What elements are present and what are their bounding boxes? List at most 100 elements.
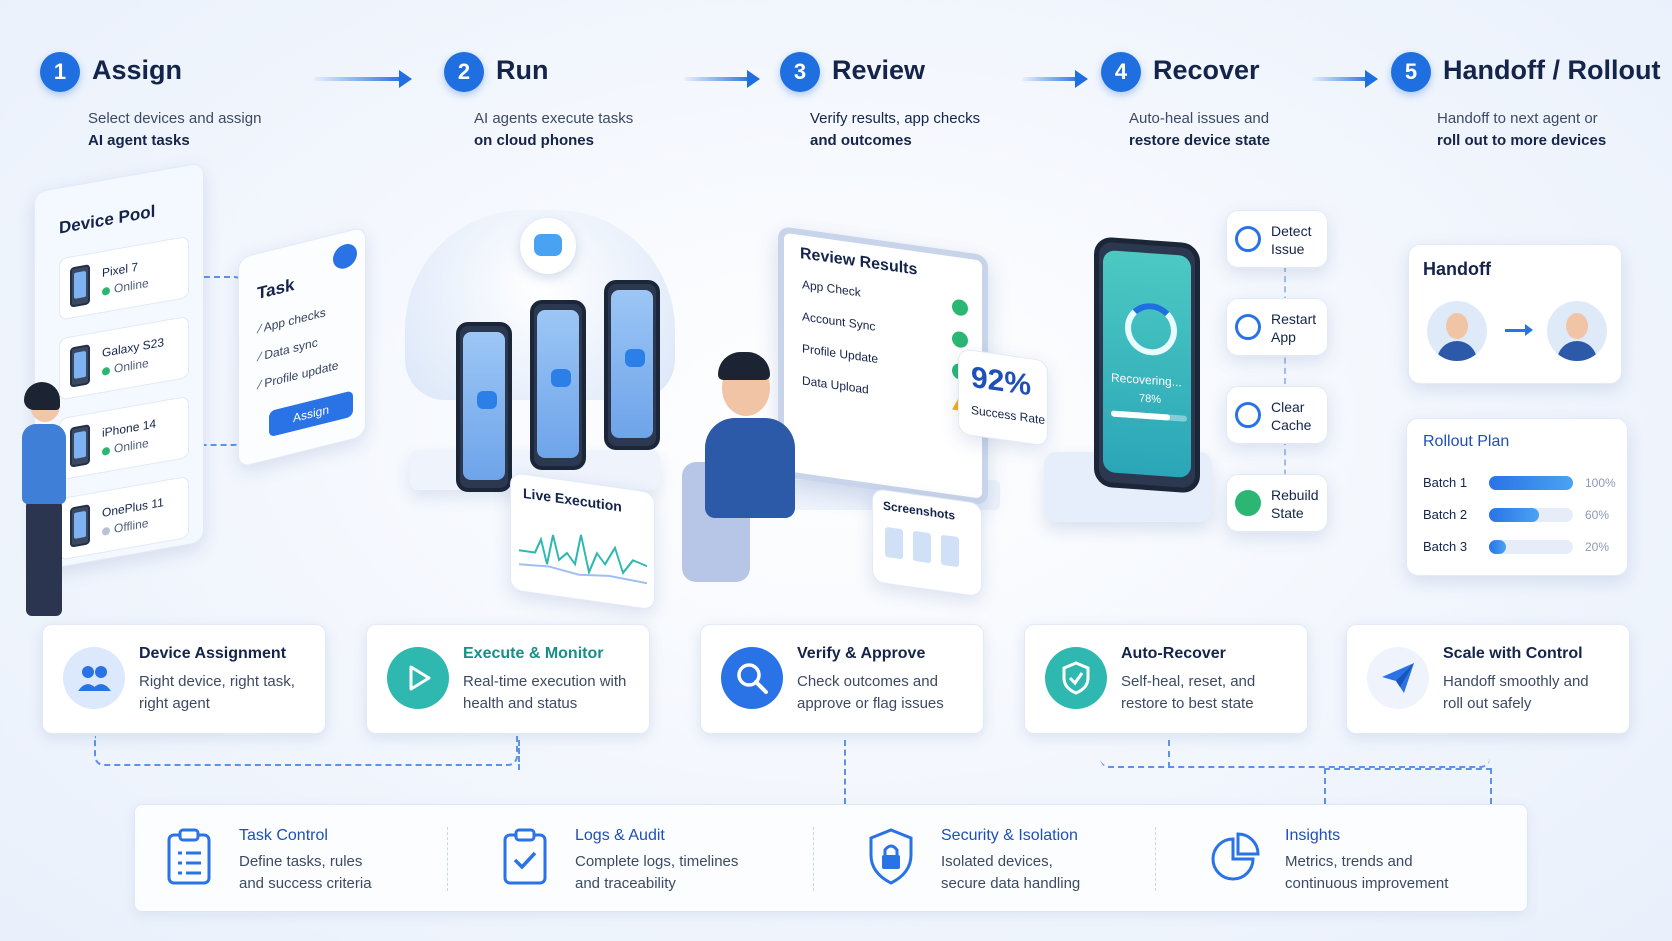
live-execution-panel: Live Execution (510, 472, 655, 611)
check-circle-icon (1235, 490, 1261, 516)
capability-description: restore to best state (1121, 695, 1254, 712)
step-description: Select devices and assign (88, 110, 262, 127)
recover-action-label: Detect (1271, 223, 1312, 239)
flow-arrow (684, 70, 760, 88)
heartbeat-graph (519, 534, 647, 585)
screenshot-thumbnail[interactable] (885, 526, 903, 560)
task-item-label: App checks (263, 305, 326, 335)
foundation-title: Logs & Audit (575, 827, 665, 844)
device-item[interactable]: Galaxy S23 Online (59, 315, 189, 401)
capability-title: Scale with Control (1443, 645, 1583, 662)
recover-action-label: Cache (1271, 417, 1312, 433)
magnifier-icon (1235, 226, 1261, 252)
check-icon (952, 330, 968, 349)
phone-icon (70, 344, 90, 388)
handoff-card: Handoff (1408, 244, 1622, 384)
capability-description: Handoff smoothly and (1443, 673, 1589, 690)
step-title: Assign (92, 55, 183, 85)
screenshots-title: Screenshots (883, 498, 956, 523)
platform-foundation-bar: Task Control Define tasks, rules and suc… (134, 804, 1528, 912)
batch-progress-bar (1489, 508, 1573, 522)
play-icon (387, 647, 449, 709)
recovering-phone: Recovering... 78% (1094, 236, 1200, 494)
live-execution-title: Live Execution (523, 484, 622, 515)
device-item[interactable]: OnePlus 11 Offline (59, 475, 189, 561)
online-dot-icon (102, 446, 110, 456)
foundation-description: Metrics, trends and (1285, 853, 1413, 870)
agent-avatar (1547, 301, 1607, 361)
shield-check-icon (1045, 647, 1107, 709)
recover-action[interactable]: Detect Issue (1226, 210, 1328, 268)
task-item-label: Data sync (264, 335, 318, 363)
capability-verify-approve: Verify & Approve Check outcomes and appr… (700, 624, 984, 734)
foundation-description: and traceability (575, 875, 676, 892)
foundation-description: Complete logs, timelines (575, 853, 739, 870)
robot-icon (520, 218, 576, 274)
review-row: Data Upload (802, 373, 869, 397)
reviewer-figure (705, 418, 795, 518)
assign-button[interactable]: Assign (269, 390, 353, 438)
review-row: Account Sync (802, 309, 876, 334)
recover-action[interactable]: Clear Cache (1226, 386, 1328, 444)
check-icon (952, 298, 968, 317)
flow-arrow (314, 70, 412, 88)
device-status-label: Online (114, 275, 149, 296)
recover-action[interactable]: Rebuild State (1226, 474, 1328, 532)
recover-action-label: Issue (1271, 241, 1305, 257)
handoff-title: Handoff (1423, 259, 1491, 279)
batch-progress-fill (1489, 508, 1540, 522)
batch-progress-bar (1489, 476, 1573, 490)
step-description: Auto-heal issues and (1129, 110, 1270, 127)
capability-title: Auto-Recover (1121, 645, 1226, 662)
device-status-label: Online (114, 435, 149, 456)
success-rate-card: 92% Success Rate (958, 348, 1048, 447)
capability-description: approve or flag issues (797, 695, 944, 712)
shield-lock-icon (869, 828, 913, 885)
recover-action-label: State (1271, 505, 1304, 521)
step-number: 4 (1101, 52, 1141, 92)
agent-avatar (1427, 301, 1487, 361)
screenshot-thumbnail[interactable] (941, 534, 959, 568)
device-item[interactable]: iPhone 14 Online (59, 395, 189, 481)
capability-title: Verify & Approve (797, 645, 926, 662)
capability-title: Device Assignment (139, 645, 287, 662)
online-dot-icon (102, 286, 110, 296)
online-dot-icon (102, 366, 110, 376)
review-row: App Check (802, 277, 861, 300)
step-description-emphasis: AI agent tasks (88, 132, 190, 149)
foundation-insights: Insights Metrics, trends and continuous … (1181, 805, 1521, 913)
batch-label: Batch 3 (1423, 539, 1468, 554)
foundation-task-control: Task Control Define tasks, rules and suc… (135, 805, 475, 913)
robot-icon (333, 241, 357, 272)
foundation-description: continuous improvement (1285, 875, 1449, 892)
task-item-label: Profile update (264, 357, 339, 391)
clipboard-list-icon (167, 828, 211, 885)
step-title: Handoff / Rollout (1443, 55, 1661, 85)
step-number: 1 (40, 52, 80, 92)
capability-description: Real-time execution with (463, 673, 627, 690)
paper-plane-icon (1367, 647, 1429, 709)
offline-dot-icon (102, 526, 110, 536)
device-name: Pixel 7 (102, 259, 139, 281)
task-item: ⁄ Profile update (259, 357, 339, 392)
cloud-phone (530, 300, 586, 470)
step-number: 3 (780, 52, 820, 92)
batch-label: Batch 1 (1423, 475, 1468, 490)
step-number: 5 (1391, 52, 1431, 92)
device-status-label: Offline (114, 515, 149, 536)
foundation-connector (1324, 768, 1492, 804)
screenshot-thumbnail[interactable] (913, 530, 931, 564)
recover-action[interactable]: Restart App (1226, 298, 1328, 356)
review-results-monitor: Review Results App Check Account Sync Pr… (778, 226, 988, 506)
device-item[interactable]: Pixel 7 Online (59, 235, 189, 321)
step-title: Review (832, 55, 926, 85)
flow-arrow (1312, 70, 1378, 88)
loading-ring-icon (1125, 301, 1177, 358)
foundation-connector (1100, 736, 1490, 768)
step-title: Recover (1153, 55, 1260, 85)
task-item: ⁄ App checks (259, 305, 326, 336)
search-icon (721, 647, 783, 709)
foundation-description: secure data handling (941, 875, 1081, 892)
phone-icon (70, 504, 90, 548)
device-name: OnePlus 11 (102, 495, 164, 521)
